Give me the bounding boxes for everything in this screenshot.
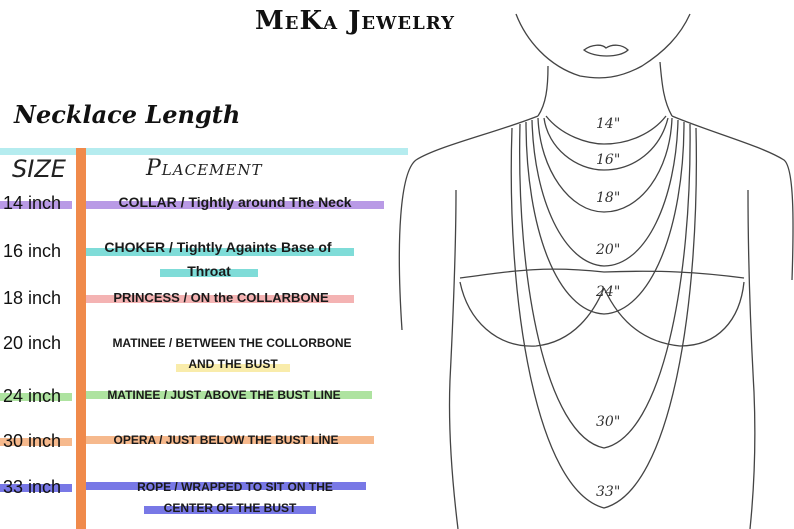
row-highlight bbox=[176, 364, 290, 372]
row-highlight bbox=[160, 269, 258, 277]
length-label-24: 24" bbox=[595, 284, 620, 300]
header-rule bbox=[0, 148, 408, 155]
row-highlight bbox=[0, 393, 72, 401]
body-outline-illustration: 14" 16" 18" 20" 24" 30" 33" bbox=[398, 13, 794, 529]
row-highlight bbox=[0, 438, 72, 446]
row-placement: MATINEE / BETWEEN THE COLLORBONE bbox=[112, 336, 352, 350]
row-size: 33 inch bbox=[3, 477, 62, 497]
placement-column-header: Placement bbox=[146, 156, 263, 181]
necklace-figure: 14" 16" 18" 20" 24" 30" 33" bbox=[398, 0, 794, 529]
row-size: 18 inch bbox=[3, 288, 62, 308]
brand-title: MeKa Jewelry bbox=[255, 6, 455, 36]
length-label-16: 16" bbox=[596, 152, 620, 168]
row-highlight bbox=[0, 201, 72, 209]
row-placement: PRINCESS / ON the COLLARBONE bbox=[113, 290, 329, 305]
row-placement-line2: AND THE BUST bbox=[188, 357, 278, 371]
row-placement: ROPE / WRAPPED TO SIT ON THE bbox=[137, 480, 333, 494]
row-placement: CHOKER / Tightly Againts Base of bbox=[104, 239, 332, 255]
row-highlight bbox=[144, 506, 316, 514]
row-size: 24 inch bbox=[3, 386, 62, 406]
length-label-18: 18" bbox=[596, 190, 620, 206]
row-placement: COLLAR / Tightly around The Neck bbox=[118, 194, 352, 210]
row-placement: OPERA / JUST BELOW THE BUST LİNE bbox=[113, 433, 339, 447]
row-highlight bbox=[0, 484, 72, 492]
size-column-header: SIZE bbox=[12, 155, 66, 183]
row-size: 30 inch bbox=[3, 431, 62, 451]
row-size: 16 inch bbox=[3, 241, 62, 261]
row-highlight bbox=[86, 295, 354, 303]
length-label-33: 33" bbox=[596, 484, 620, 500]
row-highlight bbox=[86, 391, 372, 399]
length-label-30: 30" bbox=[596, 414, 620, 430]
length-label-20: 20" bbox=[595, 242, 620, 258]
size-divider-bar bbox=[76, 148, 86, 529]
length-label-14: 14" bbox=[596, 116, 620, 132]
chart-heading: Necklace Length bbox=[14, 100, 241, 129]
row-size: 20 inch bbox=[3, 333, 62, 353]
row-placement: MATINEE / JUST ABOVE THE BUST LINE bbox=[107, 388, 341, 402]
row-highlight bbox=[86, 248, 354, 256]
row-size: 14 inch bbox=[3, 193, 62, 213]
row-placement-line2: Throat bbox=[187, 263, 231, 279]
row-placement-line2: CENTER OF THE BUST bbox=[163, 501, 297, 515]
row-highlight bbox=[86, 482, 366, 490]
row-highlight bbox=[86, 436, 374, 444]
row-highlight bbox=[86, 201, 384, 209]
